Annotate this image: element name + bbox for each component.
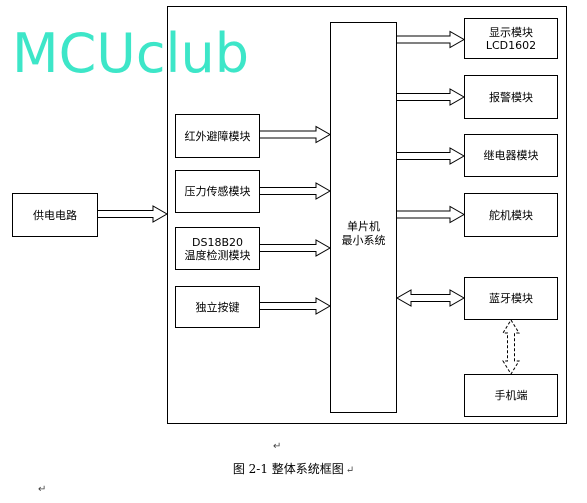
arrow-temperature-to-mcu xyxy=(260,239,332,257)
bluetooth-module-box: 蓝牙模块 xyxy=(464,277,558,320)
watermark-logo: MCUclub xyxy=(12,22,250,85)
servo-module-label: 舵机模块 xyxy=(489,208,533,222)
paragraph-mark-bottom: ↵ xyxy=(38,484,47,495)
mcu-box: 单片机 最小系统 xyxy=(330,22,397,413)
phone-label: 手机端 xyxy=(494,389,528,402)
arrow-power-to-system xyxy=(98,205,169,223)
paragraph-mark: ↵ xyxy=(273,441,282,452)
alarm-module-box: 报警模块 xyxy=(464,75,558,119)
arrow-mcu-to-relay xyxy=(397,147,466,165)
power-supply-box: 供电电路 xyxy=(12,193,98,237)
key-button-module-label: 独立按键 xyxy=(195,300,240,314)
arrow-mcu-to-lcd xyxy=(397,30,466,49)
figure-caption: 图 2-1 整体系统框图↵ xyxy=(0,460,587,477)
mcu-label-line1: 单片机 xyxy=(347,220,380,233)
temperature-module-label-line1: DS18B20 xyxy=(192,235,243,249)
temperature-module-box: DS18B20 温度检测模块 xyxy=(175,227,260,270)
power-supply-label: 供电电路 xyxy=(33,208,77,222)
arrow-ir-to-mcu xyxy=(260,125,332,144)
pressure-sensor-module-box: 压力传感模块 xyxy=(175,170,260,213)
arrow-mcu-to-servo xyxy=(397,205,466,224)
bluetooth-module-label: 蓝牙模块 xyxy=(489,292,533,305)
system-frame xyxy=(167,6,567,424)
arrow-key-to-mcu xyxy=(260,297,332,315)
ir-obstacle-module-label: 红外避障模块 xyxy=(184,129,251,143)
temperature-module-label-line2: 温度检测模块 xyxy=(184,248,251,262)
arrow-bluetooth-phone-wireless xyxy=(502,319,520,375)
servo-module-box: 舵机模块 xyxy=(464,193,558,237)
relay-module-label: 继电器模块 xyxy=(483,149,539,162)
alarm-module-label: 报警模块 xyxy=(489,90,533,104)
relay-module-box: 继电器模块 xyxy=(464,134,558,177)
mcu-label: 单片机 最小系统 xyxy=(331,220,396,248)
phone-box: 手机端 xyxy=(464,374,558,417)
lcd-display-module-box: 显示模块LCD1602 xyxy=(464,18,558,59)
lcd-display-module-label: 显示模块LCD1602 xyxy=(485,25,537,52)
arrow-pressure-to-mcu xyxy=(260,182,332,200)
pressure-sensor-module-label: 压力传感模块 xyxy=(184,185,251,198)
figure-caption-text: 图 2-1 整体系统框图 xyxy=(232,462,344,476)
caption-return-mark: ↵ xyxy=(345,465,355,476)
arrow-mcu-to-alarm xyxy=(397,88,466,106)
arrow-mcu-bluetooth-bidirectional xyxy=(395,289,466,307)
key-button-module-box: 独立按键 xyxy=(175,286,260,328)
ir-obstacle-module-box: 红外避障模块 xyxy=(175,114,260,158)
mcu-label-line2: 最小系统 xyxy=(341,234,386,247)
